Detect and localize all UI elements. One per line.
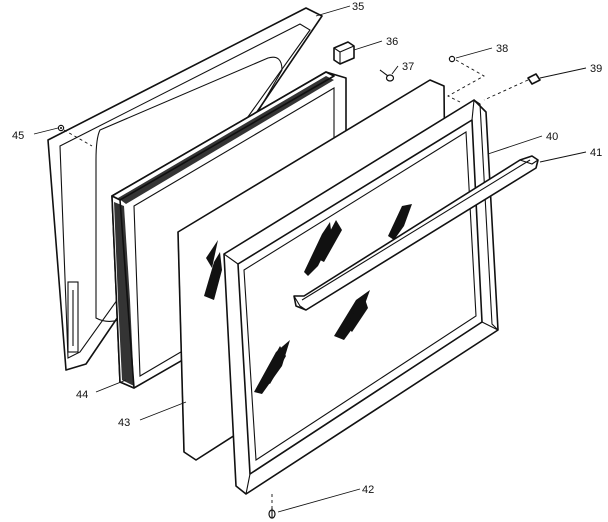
outer-door-frame: [223, 99, 499, 495]
callout-45: 45: [12, 130, 24, 142]
callout-37: 37: [402, 61, 414, 73]
callout-42: 42: [362, 484, 374, 496]
callout-38: 38: [496, 43, 508, 55]
callout-39: 39: [590, 63, 602, 75]
door-handle: [293, 155, 539, 311]
screw-37: [379, 69, 395, 82]
screw-45: [57, 124, 65, 132]
hinge-clip: [333, 41, 355, 65]
assembly-lines: [63, 59, 529, 508]
screw-42: [268, 508, 276, 519]
callout-44: 44: [76, 389, 88, 401]
callout-43: 43: [118, 417, 130, 429]
callout-36: 36: [386, 36, 398, 48]
callout-35: 35: [352, 1, 364, 13]
screw-39: [527, 73, 541, 85]
leader-lines: [33, 5, 587, 513]
callout-41: 41: [590, 147, 602, 159]
screw-38: [448, 55, 456, 63]
callout-40: 40: [546, 131, 558, 143]
callout-labels: 35 36 37 38 39 40 41 42 43 44 45: [12, 1, 602, 496]
